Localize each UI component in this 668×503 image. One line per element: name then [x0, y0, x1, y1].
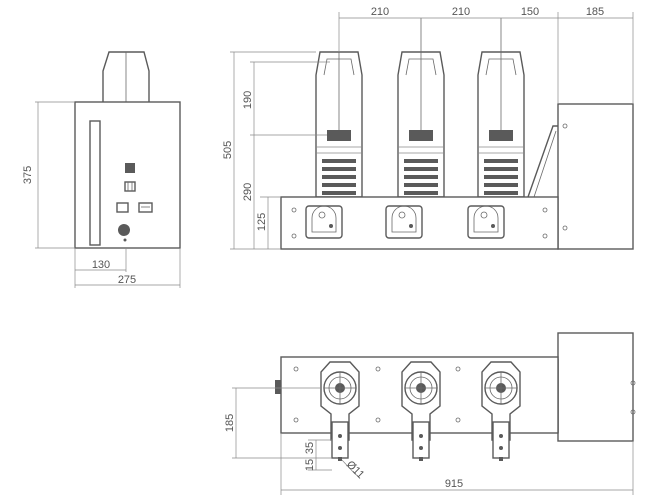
dim-375: 375 — [22, 166, 34, 184]
dim-hole-diameter: Ø11 — [344, 459, 367, 482]
side-view: 375 130 275 — [22, 51, 181, 288]
button-open — [116, 202, 129, 213]
dim-505: 505 — [222, 141, 234, 159]
pole-top-1 — [320, 361, 360, 461]
side-slot — [89, 120, 101, 246]
indicator-2 — [124, 181, 136, 192]
front-base-frame — [280, 196, 559, 250]
dim-915: 915 — [445, 478, 463, 490]
dim-290: 290 — [242, 183, 254, 201]
side-handle — [102, 51, 150, 102]
front-housing — [557, 103, 634, 250]
dim-190: 190 — [242, 91, 254, 109]
pole-2 — [397, 18, 445, 198]
pole-1 — [315, 51, 363, 198]
pole-3 — [477, 18, 525, 198]
dim-185-bottom: 185 — [224, 414, 236, 432]
dim-35: 35 — [304, 442, 316, 454]
dim-130: 130 — [92, 259, 110, 271]
dim-210-b: 210 — [452, 6, 470, 18]
dim-150: 150 — [521, 6, 539, 18]
terminal-window-3 — [467, 205, 505, 239]
terminal-window-1 — [305, 205, 343, 239]
dim-185-top: 185 — [586, 6, 604, 18]
top-view: 185 35 15 Ø11 915 — [224, 332, 636, 495]
dim-125: 125 — [256, 213, 268, 231]
pole-top-3 — [481, 361, 521, 461]
front-view: 210 210 150 185 505 190 290 125 — [222, 6, 634, 250]
dim-210-a: 210 — [371, 6, 389, 18]
dim-275: 275 — [118, 274, 136, 286]
front-support — [527, 125, 558, 198]
counter-knob — [118, 224, 130, 236]
indicator-1 — [125, 163, 135, 173]
side-body — [74, 101, 181, 249]
button-close — [138, 202, 153, 213]
top-housing — [557, 332, 634, 442]
dim-15: 15 — [304, 459, 316, 471]
terminal-window-2 — [385, 205, 423, 239]
pole-top-2 — [401, 361, 441, 461]
